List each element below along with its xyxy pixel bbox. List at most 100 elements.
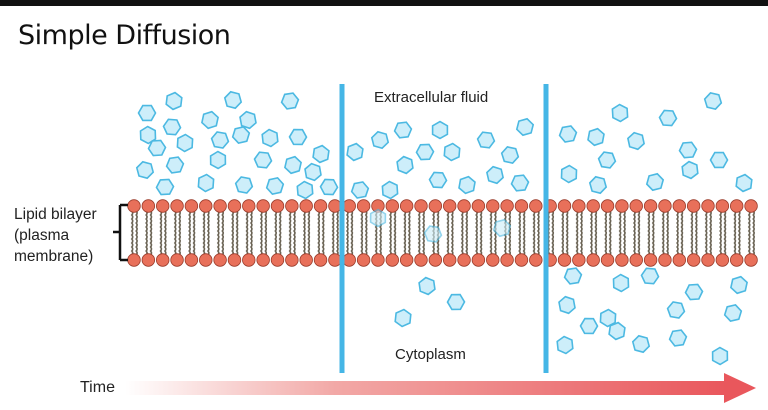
lipid-head bbox=[557, 253, 572, 267]
solute-molecule bbox=[666, 301, 686, 319]
lipid-head bbox=[629, 199, 643, 213]
solute-molecule bbox=[234, 176, 254, 194]
solute-molecule bbox=[176, 133, 194, 153]
lipid-head bbox=[658, 199, 672, 213]
lipid-head bbox=[658, 253, 672, 267]
lipid-head bbox=[328, 253, 342, 267]
lipid-head bbox=[686, 253, 701, 267]
lipid-head bbox=[371, 253, 385, 267]
solute-molecule bbox=[612, 273, 630, 293]
phospholipid bbox=[170, 199, 184, 267]
phospholipid bbox=[586, 199, 600, 267]
phospholipid bbox=[199, 199, 213, 267]
solute-molecule bbox=[155, 178, 175, 196]
solute-molecule bbox=[231, 126, 251, 144]
lipid-head bbox=[270, 199, 285, 213]
phospholipid bbox=[572, 199, 586, 267]
molecules bbox=[135, 90, 753, 366]
bracket bbox=[113, 203, 128, 262]
solute-molecule bbox=[486, 165, 504, 185]
solute-molecule bbox=[253, 151, 273, 169]
solute-molecule bbox=[558, 295, 576, 315]
phospholipid bbox=[299, 199, 313, 267]
lipid-head bbox=[256, 253, 270, 267]
solute-molecule bbox=[346, 142, 364, 162]
solute-molecule bbox=[611, 103, 629, 123]
solute-molecule bbox=[135, 160, 155, 180]
lipid-head bbox=[730, 199, 744, 213]
lipid-head bbox=[629, 253, 643, 267]
lipid-head bbox=[457, 253, 471, 267]
solute-molecule bbox=[599, 308, 617, 328]
lipid-head bbox=[356, 199, 371, 213]
phospholipid bbox=[141, 199, 156, 267]
lipid-head bbox=[213, 253, 227, 267]
lipid-head bbox=[399, 199, 414, 213]
lipid-head bbox=[471, 199, 486, 213]
solute-molecule bbox=[711, 346, 729, 366]
lipid-bilayer-label: Lipid bilayer (plasma membrane) bbox=[14, 204, 97, 267]
solute-molecule bbox=[608, 321, 626, 341]
phospholipid bbox=[629, 199, 643, 267]
lipid-head bbox=[227, 199, 242, 213]
phospholipid bbox=[658, 199, 672, 267]
lipid-head bbox=[643, 199, 658, 213]
lipid-head bbox=[414, 199, 428, 213]
lipid-head bbox=[586, 199, 600, 213]
extracellular-fluid-label: Extracellular fluid bbox=[374, 89, 489, 106]
cytoplasm-label: Cytoplasm bbox=[395, 346, 466, 363]
lipid-head bbox=[184, 199, 199, 213]
top-bar bbox=[0, 0, 768, 6]
solute-molecule bbox=[730, 275, 748, 295]
lipid-head bbox=[615, 253, 629, 267]
phospholipid bbox=[600, 199, 615, 267]
solute-molecule bbox=[645, 172, 665, 192]
solute-molecule bbox=[369, 208, 387, 228]
solute-molecule bbox=[703, 92, 723, 110]
phospholipid bbox=[184, 199, 199, 267]
lipid-head bbox=[170, 199, 184, 213]
lipid-head bbox=[155, 253, 170, 267]
lipid-head bbox=[213, 199, 227, 213]
phospholipid bbox=[744, 199, 758, 267]
lipid-head bbox=[328, 199, 342, 213]
time-label: Time bbox=[80, 379, 115, 396]
phospholipid bbox=[686, 199, 701, 267]
solute-molecule bbox=[431, 120, 449, 140]
lipid-head bbox=[313, 253, 328, 267]
lipid-head bbox=[270, 253, 285, 267]
solute-molecule bbox=[735, 173, 753, 193]
solute-molecule bbox=[446, 293, 466, 311]
phospholipid bbox=[443, 199, 457, 267]
solute-molecule bbox=[165, 91, 183, 111]
lipid-head bbox=[600, 253, 615, 267]
lipid-head bbox=[184, 253, 199, 267]
lipid-head bbox=[385, 199, 400, 213]
lipid-head bbox=[155, 199, 170, 213]
solute-molecule bbox=[165, 156, 185, 174]
solute-molecule bbox=[370, 130, 390, 150]
solute-molecule bbox=[418, 276, 436, 296]
lipid-label-line: (plasma bbox=[14, 227, 70, 244]
solute-molecule bbox=[558, 125, 578, 143]
phospholipid bbox=[399, 199, 414, 267]
solute-molecule bbox=[709, 151, 729, 169]
lipid-head bbox=[486, 199, 500, 213]
lipid-head bbox=[715, 253, 730, 267]
phospholipid bbox=[730, 199, 744, 267]
phospholipid bbox=[557, 199, 572, 267]
phospholipid bbox=[155, 199, 170, 267]
lipid-head bbox=[730, 253, 744, 267]
phospholipid bbox=[428, 199, 443, 267]
solute-molecule bbox=[588, 175, 608, 195]
lipid-head bbox=[127, 253, 141, 267]
lipid-head bbox=[744, 199, 758, 213]
solute-molecule bbox=[393, 121, 413, 139]
solute-molecule bbox=[597, 151, 617, 169]
solute-molecule bbox=[563, 267, 583, 285]
lipid-head bbox=[313, 199, 328, 213]
solute-molecule bbox=[723, 304, 743, 322]
solute-molecule bbox=[394, 308, 412, 328]
phospholipid bbox=[242, 199, 256, 267]
